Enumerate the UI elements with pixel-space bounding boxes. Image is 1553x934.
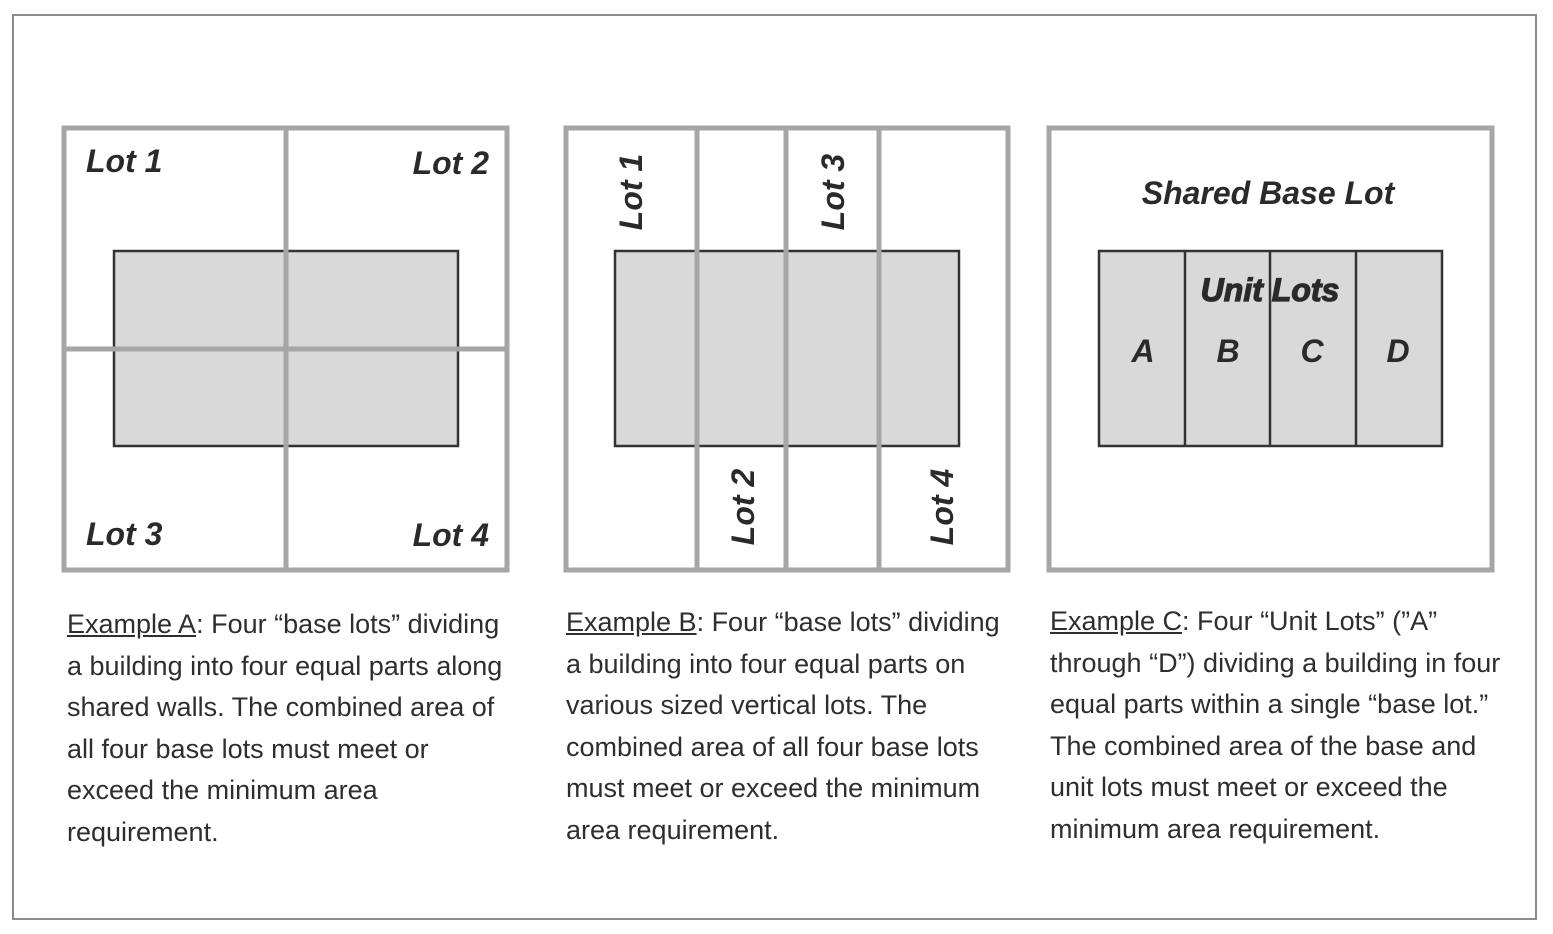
example-c-unit-lots-label: Unit Lots [1201, 272, 1340, 308]
example-c-unit-d-label: D [1386, 333, 1409, 369]
example-b-lot-1-label: Lot 1 [613, 154, 649, 230]
example-c-diagram: Shared Base Lot Unit Lots A B C D [1046, 125, 1495, 573]
example-b-lot-2-label: Lot 2 [725, 469, 761, 546]
example-c-outline [1046, 125, 1495, 573]
example-b-caption-label: Example B [566, 607, 697, 637]
example-a-caption: Example A: Four “base lots” dividing a b… [67, 604, 517, 853]
example-c-shared-base-lot-label: Shared Base Lot [1142, 175, 1396, 211]
example-a-lot-3-label: Lot 3 [86, 516, 163, 552]
example-c-caption-text: : Four “Unit Lots” (”A” through “D”) div… [1050, 606, 1501, 844]
example-a-lot-2-label: Lot 2 [413, 145, 490, 181]
example-a-diagram: Lot 1 Lot 2 Lot 3 Lot 4 [61, 125, 510, 573]
example-b-caption-text: : Four “base lots” dividing a building i… [566, 607, 1000, 845]
figure-frame [12, 14, 1537, 920]
example-b-diagram: Lot 1 Lot 3 Lot 2 Lot 4 [563, 125, 1011, 573]
example-c-caption: Example C: Four “Unit Lots” (”A” through… [1050, 601, 1520, 850]
example-c-unit-a-label: A [1130, 333, 1154, 369]
example-c-caption-label: Example C [1050, 606, 1183, 636]
example-a-lot-4-label: Lot 4 [413, 517, 490, 553]
example-c-unit-c-label: C [1300, 333, 1324, 369]
example-a-caption-label: Example A [67, 609, 197, 639]
example-a-caption-text: : Four “base lots” dividing a building i… [67, 609, 503, 847]
example-b-caption: Example B: Four “base lots” dividing a b… [566, 602, 1006, 851]
example-a-lot-1-label: Lot 1 [86, 143, 162, 179]
example-b-lot-4-label: Lot 4 [924, 469, 960, 546]
example-c-unit-b-label: B [1216, 333, 1239, 369]
example-b-lot-3-label: Lot 3 [815, 154, 851, 231]
